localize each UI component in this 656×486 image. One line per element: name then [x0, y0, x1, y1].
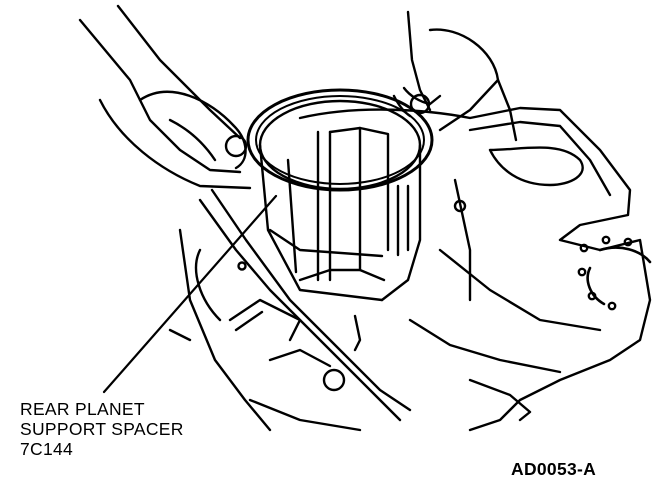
callout-leader-line [102, 194, 278, 394]
left-hand [78, 4, 252, 190]
planet-support-cylinder [258, 99, 422, 302]
figure-code: AD0053-A [511, 459, 597, 479]
part-callout-line-1: REAR PLANET [20, 399, 145, 419]
part-callout-label: REAR PLANET SUPPORT SPACER 7C144 [20, 399, 184, 459]
case-lower-detail [168, 188, 412, 432]
rear-planet-support-spacer-ring [246, 88, 434, 192]
bolt-hole-pattern [577, 235, 652, 311]
part-number: 7C144 [20, 439, 74, 459]
right-hand [392, 10, 518, 142]
part-callout-line-2: SUPPORT SPACER [20, 419, 184, 439]
case-housing [298, 106, 652, 432]
